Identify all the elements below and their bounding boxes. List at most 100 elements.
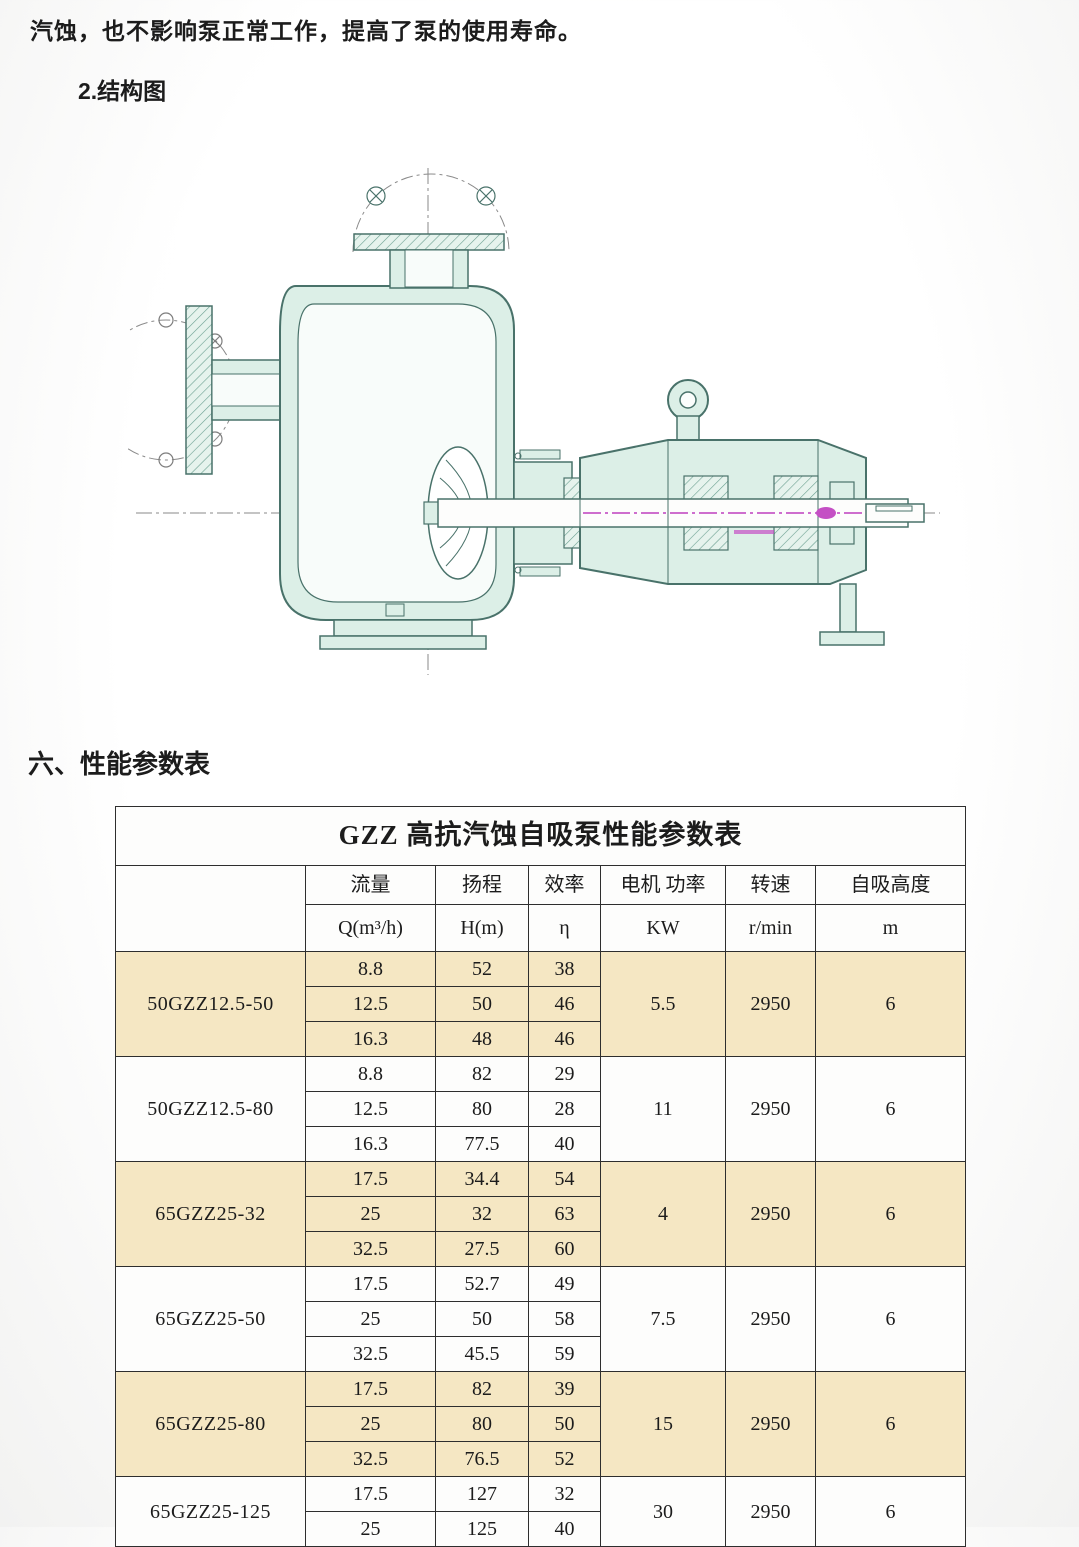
flow-cell: 16.3 xyxy=(305,1126,436,1162)
table-row: 32.5 76.5 52 xyxy=(116,1441,966,1477)
head-cell: 50 xyxy=(435,1301,529,1337)
head-cell: 27.5 xyxy=(435,1231,529,1267)
flow-cell: 32.5 xyxy=(305,1231,436,1267)
flow-header: 流量 xyxy=(305,865,436,905)
head-cell: 77.5 xyxy=(435,1126,529,1162)
shaft-accent-marks xyxy=(583,507,866,534)
head-cell: 80 xyxy=(435,1091,529,1127)
flow-cell: 25 xyxy=(305,1406,436,1442)
discharge-bore xyxy=(404,249,454,288)
flow-cell: 17.5 xyxy=(305,1161,436,1197)
head-header: 扬程 xyxy=(435,865,529,905)
params-heading: 六、性能参数表 xyxy=(28,749,211,779)
table-row: 25 50 58 xyxy=(116,1301,966,1337)
table-row: 32.5 27.5 60 xyxy=(116,1231,966,1267)
power-cell: 4 xyxy=(600,1161,726,1267)
eff-unit: η xyxy=(528,904,601,952)
table-row: 16.3 77.5 40 xyxy=(116,1126,966,1162)
speed-cell: 2950 xyxy=(725,1161,816,1267)
flow-cell: 16.3 xyxy=(305,1021,436,1057)
head-cell: 50 xyxy=(435,986,529,1022)
eff-cell: 63 xyxy=(528,1196,601,1232)
eff-cell: 60 xyxy=(528,1231,601,1267)
table-row: 65GZZ25-50 17.5 52.7 49 7.5 2950 6 xyxy=(115,1266,967,1372)
table-row: 50GZZ12.5-50 8.8 52 38 5.5 2950 6 xyxy=(115,951,967,1057)
speed-cell: 2950 xyxy=(725,1266,816,1372)
head-cell: 80 xyxy=(435,1406,529,1442)
head-cell: 127 xyxy=(435,1476,529,1512)
eff-cell: 58 xyxy=(528,1301,601,1337)
eff-header: 效率 xyxy=(528,865,601,905)
head-cell: 82 xyxy=(435,1371,529,1407)
top-bolt-symbols xyxy=(366,186,496,206)
table-row: 65GZZ25-32 17.5 34.4 54 4 2950 6 xyxy=(115,1161,967,1267)
suction-cell: 6 xyxy=(814,1056,967,1162)
suction-cell: 6 xyxy=(814,1161,967,1267)
flow-cell: 8.8 xyxy=(305,951,436,987)
suction-cell: 6 xyxy=(814,1266,967,1372)
table-title-row: GZZ 高抗汽蚀自吸泵性能参数表 xyxy=(114,806,967,866)
intro-text: 汽蚀，也不影响泵正常工作，提高了泵的使用寿命。 xyxy=(30,19,582,44)
suction-flange xyxy=(185,305,213,475)
model-cell: 65GZZ25-50 xyxy=(115,1266,306,1372)
head-cell: 52.7 xyxy=(435,1266,529,1302)
eff-cell: 54 xyxy=(528,1161,601,1197)
power-cell: 11 xyxy=(600,1056,726,1162)
flow-cell: 17.5 xyxy=(305,1476,436,1512)
power-cell: 5.5 xyxy=(600,951,726,1057)
flow-cell: 8.8 xyxy=(305,1056,436,1092)
eff-cell: 49 xyxy=(528,1266,601,1302)
discharge-flange xyxy=(353,233,505,251)
lifting-eye xyxy=(667,379,709,443)
head-unit: H(m) xyxy=(435,904,529,952)
power-header: 电机 功率 xyxy=(600,865,726,905)
speed-header: 转速 xyxy=(725,865,816,905)
power-unit: KW xyxy=(600,904,726,952)
eff-cell: 46 xyxy=(528,986,601,1022)
eff-cell: 46 xyxy=(528,1021,601,1057)
head-cell: 48 xyxy=(435,1021,529,1057)
power-cell: 30 xyxy=(600,1476,726,1547)
model-cell: 65GZZ25-125 xyxy=(115,1476,306,1547)
model-header xyxy=(115,865,306,952)
head-cell: 125 xyxy=(435,1511,529,1547)
eff-cell: 29 xyxy=(528,1056,601,1092)
head-cell: 34.4 xyxy=(435,1161,529,1197)
table-row: 12.5 50 46 xyxy=(116,986,966,1022)
table-row: 32.5 45.5 59 xyxy=(116,1336,966,1372)
flow-cell: 25 xyxy=(305,1301,436,1337)
flow-cell: 12.5 xyxy=(305,986,436,1022)
speed-cell: 2950 xyxy=(725,1476,816,1547)
model-cell: 50GZZ12.5-80 xyxy=(115,1056,306,1162)
flow-cell: 12.5 xyxy=(305,1091,436,1127)
suction-cell: 6 xyxy=(814,1371,967,1477)
suction-header: 自吸高度 xyxy=(814,865,967,905)
header-label-row: 流量 扬程 效率 电机 功率 转速 自吸高度 xyxy=(115,865,967,952)
model-cell: 65GZZ25-32 xyxy=(115,1161,306,1267)
flow-cell: 25 xyxy=(305,1511,436,1547)
table-row: 65GZZ25-80 17.5 82 39 15 2950 6 xyxy=(115,1371,967,1477)
eff-cell: 39 xyxy=(528,1371,601,1407)
pump-structure-diagram xyxy=(95,160,948,694)
head-cell: 82 xyxy=(435,1056,529,1092)
table-title: GZZ 高抗汽蚀自吸泵性能参数表 xyxy=(114,806,967,866)
pump-cross-section-svg xyxy=(95,168,940,675)
table-row: 25 32 63 xyxy=(116,1196,966,1232)
speed-unit: r/min xyxy=(725,904,816,952)
table-row: 50GZZ12.5-80 8.8 82 29 11 2950 6 xyxy=(115,1056,967,1162)
suction-cell: 6 xyxy=(814,1476,967,1547)
flow-unit: Q(m³/h) xyxy=(305,904,436,952)
performance-table: GZZ 高抗汽蚀自吸泵性能参数表 流量 扬程 效率 电机 功率 转速 自吸高度 … xyxy=(114,806,967,1547)
model-cell: 65GZZ25-80 xyxy=(115,1371,306,1477)
suction-unit: m xyxy=(814,904,967,952)
flow-cell: 17.5 xyxy=(305,1371,436,1407)
power-cell: 7.5 xyxy=(600,1266,726,1372)
flow-cell: 17.5 xyxy=(305,1266,436,1302)
eff-cell: 32 xyxy=(528,1476,601,1512)
header-unit-row: Q(m³/h) H(m) η KW r/min m xyxy=(116,904,967,952)
eff-cell: 59 xyxy=(528,1336,601,1372)
table-row: 12.5 80 28 xyxy=(116,1091,966,1127)
speed-cell: 2950 xyxy=(725,1371,816,1477)
casing-foot xyxy=(319,603,487,650)
eff-cell: 28 xyxy=(528,1091,601,1127)
